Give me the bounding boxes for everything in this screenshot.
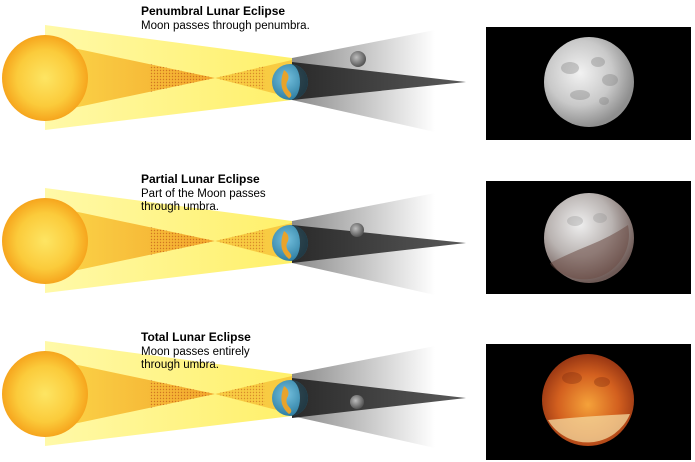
moon-icon (350, 223, 364, 237)
moon-icon (350, 51, 366, 67)
sunlight-inner-cone-left (45, 358, 215, 430)
sunlight-inner-cone-left (45, 205, 215, 277)
sunlight-dot-shading-right (215, 229, 265, 253)
eclipse-description: Part of the Moon passes through umbra. (141, 188, 266, 213)
umbra-shadow (292, 62, 466, 100)
sunlight-dot-shading-right (215, 66, 265, 90)
sunlight-inner-cone-left (45, 42, 215, 114)
sunlight-dot-shading (150, 64, 215, 92)
eclipse-title: Partial Lunar Eclipse (141, 172, 260, 186)
partial-eclipse-panel (2, 181, 691, 295)
moon-icon (350, 395, 364, 409)
umbra-shadow (292, 378, 466, 418)
eclipse-title: Penumbral Lunar Eclipse (141, 4, 286, 18)
penumbral-eclipse-panel (2, 25, 691, 140)
sun-icon (2, 351, 88, 437)
total-caption: Total Lunar Eclipse Moon passes entirely… (141, 330, 341, 372)
sunlight-dot-shading (150, 227, 215, 255)
earth-continent (281, 386, 292, 414)
partial-caption: Partial Lunar Eclipse Part of the Moon p… (141, 172, 341, 214)
penumbral-moon-photo (544, 37, 634, 127)
sunlight-dot-shading-right (215, 382, 265, 406)
umbra-shadow (292, 225, 466, 263)
sunlight-dot-shading (150, 380, 215, 408)
eclipse-description: Moon passes through penumbra. (141, 20, 310, 32)
sun-icon (2, 198, 88, 284)
sun-icon (2, 35, 88, 121)
eclipse-description: Moon passes entirely through umbra. (141, 346, 250, 371)
eclipse-title: Total Lunar Eclipse (141, 330, 251, 344)
penumbral-caption: Penumbral Lunar Eclipse Moon passes thro… (141, 4, 341, 33)
earth-continent (281, 70, 292, 98)
earth-continent (281, 231, 292, 259)
total-eclipse-panel (2, 341, 691, 460)
